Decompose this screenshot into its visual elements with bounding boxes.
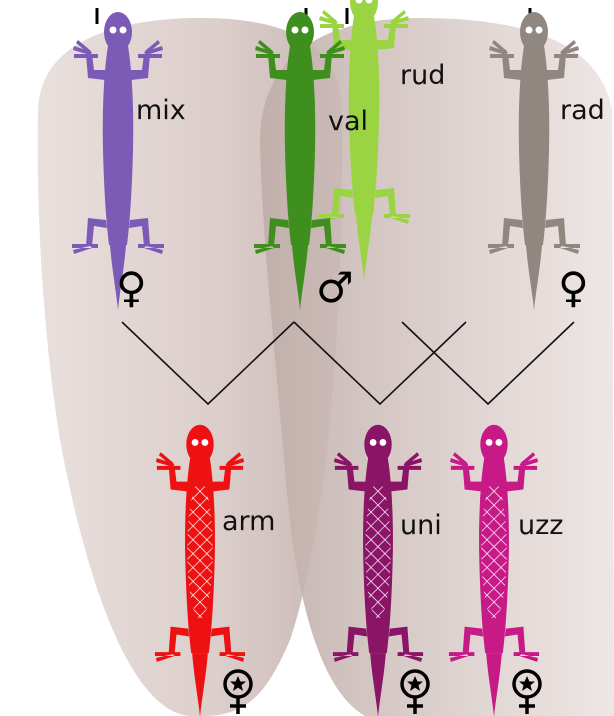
label-rad: rad	[560, 95, 605, 126]
label-uzz: uzz	[518, 510, 563, 541]
label-arm: arm	[222, 506, 275, 537]
label-uni: uni	[400, 510, 442, 541]
male-symbol-val: ♂	[316, 263, 354, 312]
female-symbol-mix: ♀	[116, 263, 147, 312]
label-val: val	[328, 106, 368, 137]
label-mix: mix	[136, 95, 186, 126]
label-rud: rud	[400, 60, 445, 91]
female-symbol-rad: ♀	[558, 263, 589, 312]
